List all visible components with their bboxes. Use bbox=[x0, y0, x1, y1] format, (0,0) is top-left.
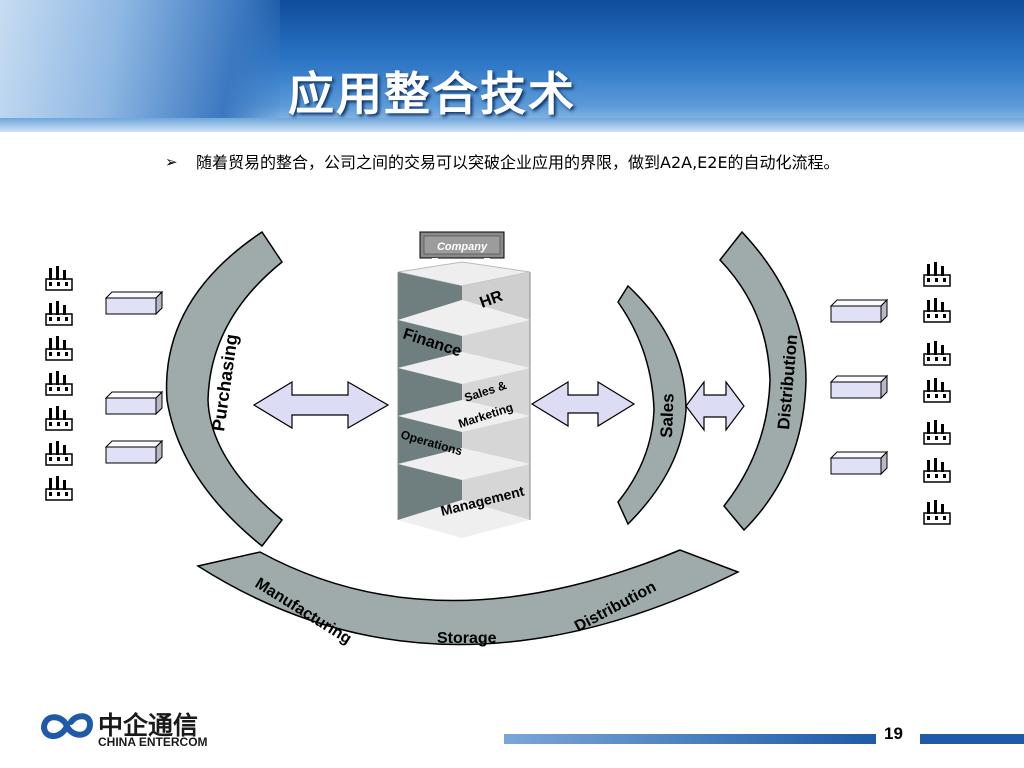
left-system-box bbox=[105, 391, 163, 415]
right-system-box bbox=[830, 451, 888, 475]
header-bottom-band bbox=[0, 118, 1024, 132]
page-number: 19 bbox=[884, 724, 903, 743]
left-factory-icons bbox=[45, 265, 73, 501]
header-photo-keyboard-hands bbox=[0, 0, 280, 132]
factory-icon bbox=[45, 335, 73, 361]
distribution-arc bbox=[719, 230, 807, 532]
factory-icon bbox=[45, 405, 73, 431]
infinity-logo-icon bbox=[41, 713, 94, 739]
left-system-box bbox=[105, 440, 163, 464]
purchasing-arc bbox=[165, 230, 284, 548]
right-factory-icons bbox=[923, 261, 951, 525]
factory-icon bbox=[45, 265, 73, 291]
company-label: Company bbox=[437, 241, 488, 253]
middle-double-arrow bbox=[530, 380, 636, 428]
factory-icon bbox=[45, 440, 73, 466]
factory-icon bbox=[923, 340, 951, 366]
factory-icon bbox=[45, 475, 73, 501]
sales-arc-label: Sales bbox=[657, 393, 678, 438]
department-stack bbox=[397, 261, 531, 538]
factory-icon bbox=[923, 377, 951, 403]
storage-label: Storage bbox=[437, 630, 497, 647]
factory-icon bbox=[923, 261, 951, 287]
footer-bar bbox=[504, 734, 876, 744]
left-double-arrow bbox=[252, 380, 390, 430]
bullet-text: 随着贸易的整合，公司之间的交易可以突破企业应用的界限，做到A2A,E2E的自动化… bbox=[196, 153, 840, 172]
bottom-arc bbox=[196, 549, 740, 646]
factory-icon bbox=[45, 300, 73, 326]
footer-bar-right bbox=[920, 734, 1024, 744]
sales-arc bbox=[617, 284, 687, 526]
company-logo: 中企通信 CHINA ENTERCOM bbox=[38, 706, 238, 752]
factory-icon bbox=[45, 370, 73, 396]
factory-icon bbox=[923, 297, 951, 323]
logo-english-name: CHINA ENTERCOM bbox=[98, 735, 208, 749]
factory-icon bbox=[923, 499, 951, 525]
right-system-box bbox=[830, 375, 888, 399]
slide-title: 应用整合技术 bbox=[288, 67, 576, 121]
logo-chinese-name: 中企通信 bbox=[98, 711, 199, 740]
factory-icon bbox=[923, 419, 951, 445]
left-system-box bbox=[105, 291, 163, 315]
right-double-arrow bbox=[685, 380, 745, 432]
bullet-arrow-icon: ➢ bbox=[165, 154, 178, 171]
header-banner bbox=[0, 0, 1024, 132]
right-system-box bbox=[830, 299, 888, 323]
factory-icon bbox=[923, 457, 951, 483]
company-tag: Company bbox=[419, 231, 505, 270]
